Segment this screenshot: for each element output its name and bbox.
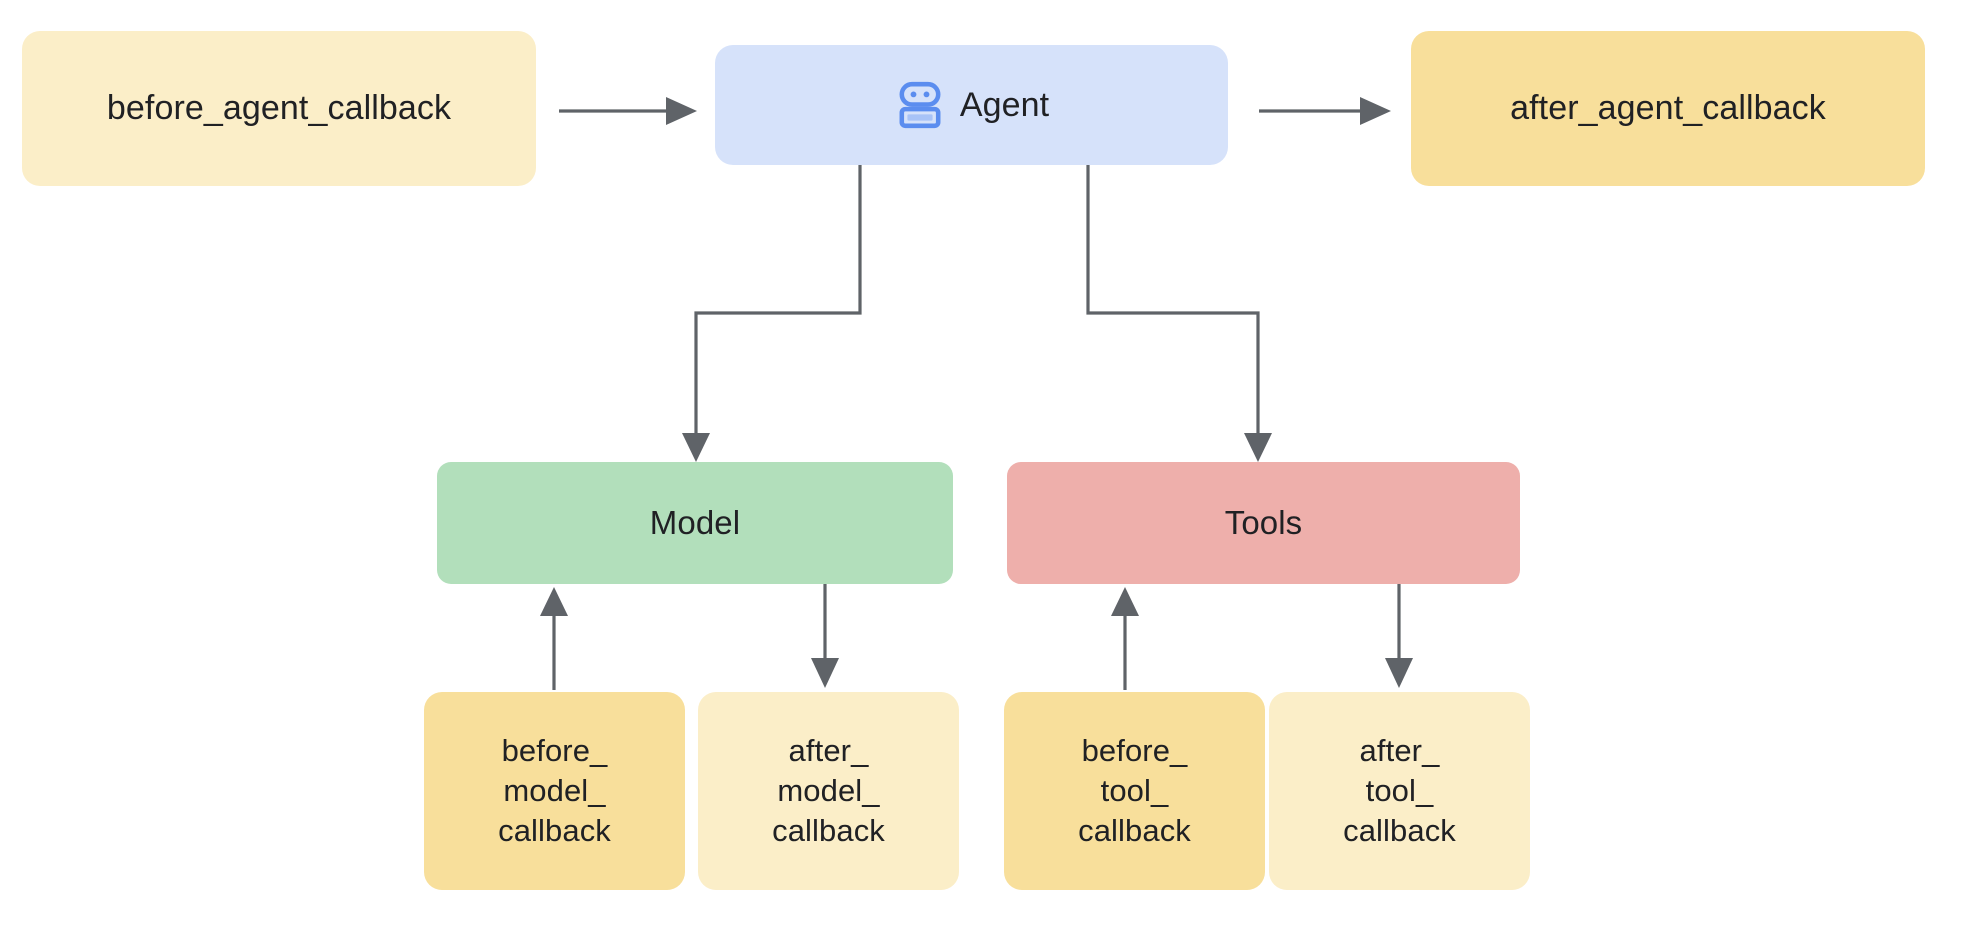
node-tools-label: Tools <box>1224 503 1303 541</box>
edge-model-to-after-model <box>811 584 839 688</box>
edge-agent-to-after-agent <box>1259 97 1391 125</box>
node-after-model-callback-label: after_ model_ callback <box>772 732 885 849</box>
node-before-tool-callback-label: before_ tool_ callback <box>1078 732 1191 849</box>
node-before-agent-callback-label: before_agent_callback <box>106 89 452 128</box>
node-after-agent-callback-label: after_agent_callback <box>1510 89 1826 128</box>
node-model[interactable]: Model <box>437 462 953 584</box>
node-before-tool-callback[interactable]: before_ tool_ callback <box>1004 692 1265 890</box>
edge-agent-to-model <box>682 165 862 462</box>
node-tools[interactable]: Tools <box>1007 462 1520 584</box>
node-before-agent-callback[interactable]: before_agent_callback <box>22 31 536 186</box>
node-model-label: Model <box>649 503 741 541</box>
node-before-model-callback-label: before_ model_ callback <box>498 732 611 849</box>
edge-before-tool-to-tools <box>1111 587 1139 690</box>
node-agent-label: Agent <box>959 85 1050 124</box>
robot-icon <box>894 79 946 131</box>
node-after-tool-callback[interactable]: after_ tool_ callback <box>1269 692 1530 890</box>
node-after-tool-callback-label: after_ tool_ callback <box>1343 732 1456 849</box>
edge-before-model-to-model <box>540 587 568 690</box>
node-agent[interactable]: Agent <box>715 45 1228 165</box>
edge-before-agent-to-agent <box>559 97 697 125</box>
edge-agent-to-tools <box>1086 165 1272 462</box>
node-after-agent-callback[interactable]: after_agent_callback <box>1411 31 1925 186</box>
node-before-model-callback[interactable]: before_ model_ callback <box>424 692 685 890</box>
edge-tools-to-after-tool <box>1385 584 1413 688</box>
node-after-model-callback[interactable]: after_ model_ callback <box>698 692 959 890</box>
